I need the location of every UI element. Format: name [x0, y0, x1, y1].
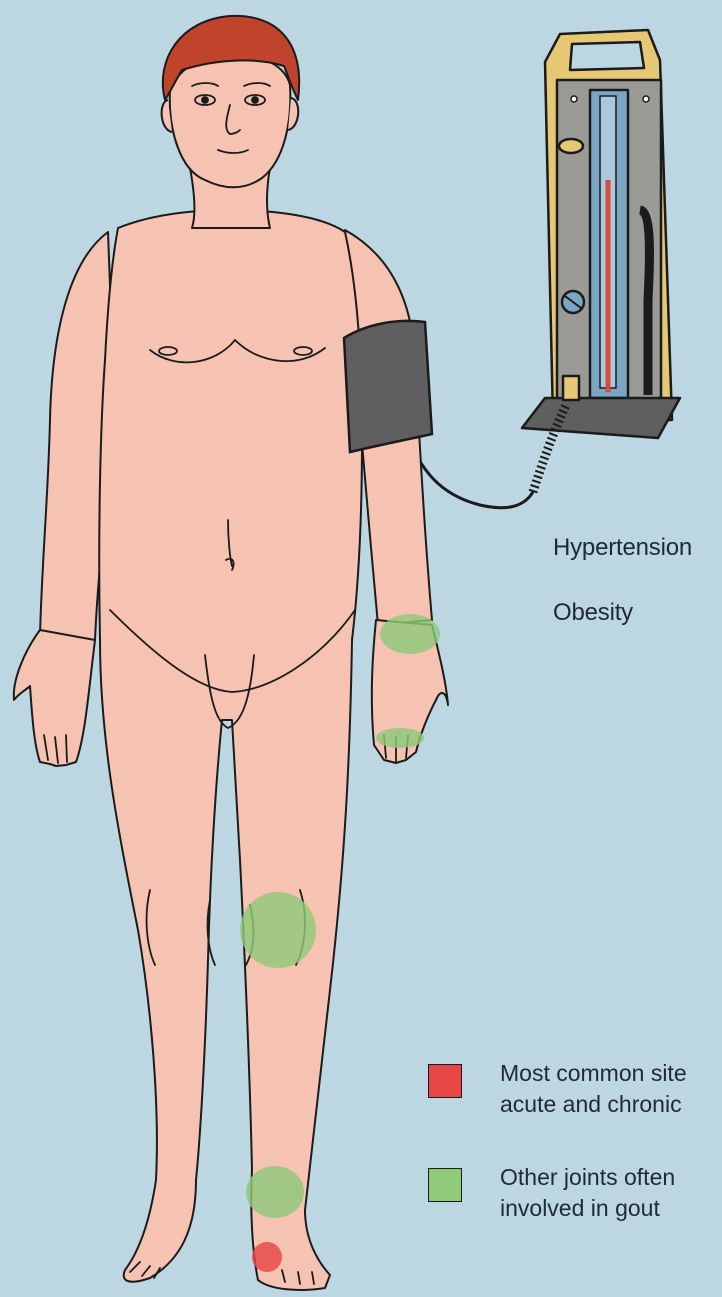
legend-line: Most common site — [500, 1058, 687, 1089]
head — [170, 54, 291, 188]
legend-line: Other joints often — [500, 1162, 675, 1193]
blood-pressure-cuff — [344, 321, 432, 452]
torso-and-legs — [99, 210, 362, 1290]
legend-swatch-red — [428, 1064, 462, 1098]
human-figure — [14, 16, 448, 1290]
site-knee — [240, 892, 316, 968]
site-ankle — [246, 1166, 304, 1218]
site-big-toe — [252, 1242, 282, 1272]
label-hypertension: Hypertension — [553, 533, 692, 563]
legend-swatch-green — [428, 1168, 462, 1202]
site-wrist — [380, 614, 440, 654]
right-hand — [14, 630, 95, 766]
device-base — [522, 398, 680, 438]
device-label-plate — [559, 139, 583, 153]
legend-line: acute and chronic — [500, 1089, 687, 1120]
legend-text: Other joints often involved in gout — [500, 1162, 675, 1224]
legend-line: involved in gout — [500, 1193, 675, 1224]
legend-text: Most common site acute and chronic — [500, 1058, 687, 1120]
site-knuckles — [376, 728, 424, 748]
device-handle-cutout — [570, 42, 644, 70]
label-obesity: Obesity — [553, 598, 633, 628]
sphygmomanometer — [522, 30, 680, 438]
